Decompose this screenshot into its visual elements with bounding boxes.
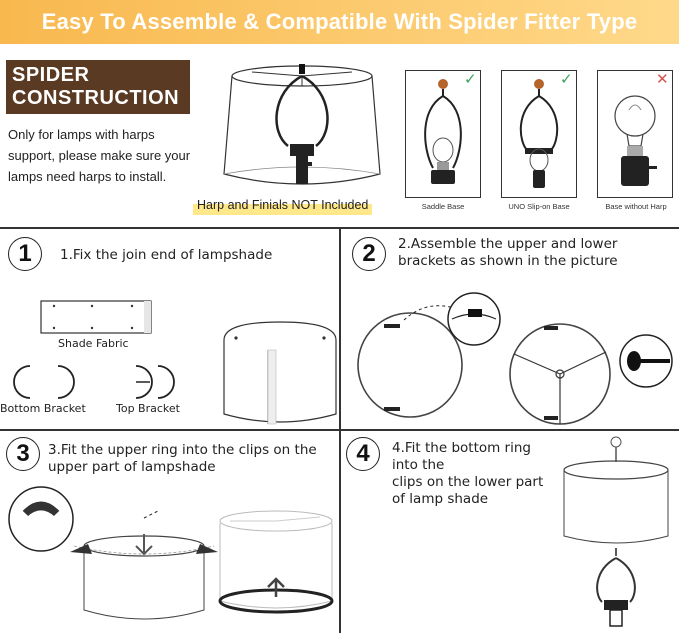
step-3-line: 3.Fit the upper ring into the clips on t… <box>48 442 317 458</box>
step-4-line: of lamp shade <box>392 491 489 507</box>
uno-check-icon: ✓ <box>560 70 573 88</box>
lamp-compat-note: Only for lamps with harps support, pleas… <box>8 124 230 187</box>
header-title: Easy To Assemble & Compatible With Spide… <box>41 9 638 34</box>
base-label-uno: UNO Slip-on Base <box>508 202 570 211</box>
top-bracket-label: Top Bracket <box>116 402 180 415</box>
step-2-spider-ring <box>509 323 611 425</box>
lamp-note-line: Only for lamps with harps <box>8 127 155 142</box>
step-2-fitter-zoom <box>619 334 673 388</box>
top-bracket-icon <box>135 365 175 399</box>
step-3-line: upper part of lampshade <box>48 459 216 475</box>
shade-fabric-label: Shade Fabric <box>58 337 129 350</box>
no-harp-cross-icon: ✕ <box>656 70 669 88</box>
step-3-text: 3.Fit the upper ring into the clips on t… <box>48 442 317 476</box>
step-1-number: 1 <box>8 237 42 271</box>
step-3-ring-shade-illustration <box>218 510 334 614</box>
bulb-base-icon <box>614 95 657 186</box>
step-1-line: 1.Fix the join end of lampshade <box>60 247 273 263</box>
step-2-line: brackets as shown in the picture <box>398 253 618 269</box>
lamp-note-line: support, please make sure your <box>8 148 191 163</box>
step-2-number: 2 <box>352 237 386 271</box>
saddle-base-icon <box>424 79 462 184</box>
header-banner <box>0 0 679 44</box>
divider-vertical <box>339 227 341 633</box>
step-1-shade-illustration <box>223 321 337 425</box>
step-3-clip-zoom <box>8 486 74 552</box>
uno-base-icon <box>519 79 559 188</box>
spider-shade-illustration <box>223 64 381 185</box>
step-4-line: into the <box>392 457 445 473</box>
step-4-line: clips on the lower part <box>392 474 544 490</box>
harp-not-included-note: Harp and Finials NOT Included <box>193 195 373 215</box>
saddle-check-icon: ✓ <box>464 70 477 88</box>
bottom-bracket-label: Bottom Bracket <box>0 402 86 415</box>
step-2-line: 2.Assemble the upper and lower <box>398 236 618 252</box>
step-2-text: 2.Assemble the upper and lower brackets … <box>398 236 618 270</box>
step-3-number: 3 <box>6 437 40 471</box>
step-4-line: 4.Fit the bottom ring <box>392 440 531 456</box>
step-4-number: 4 <box>346 437 380 471</box>
shade-fabric-illustration <box>40 300 152 334</box>
spider-badge-line2: CONSTRUCTION <box>12 87 180 109</box>
bottom-bracket-icon <box>13 365 75 399</box>
step-3-shade-illustration <box>70 509 218 620</box>
step-1-text: 1.Fix the join end of lampshade <box>60 247 272 264</box>
step-2-bracket-ring <box>357 305 463 418</box>
base-label-no-harp: Base without Harp <box>605 202 667 211</box>
spider-construction-badge: SPIDER CONSTRUCTION <box>6 60 190 114</box>
step-2-clip-zoom <box>447 292 501 346</box>
spider-badge-line1: SPIDER <box>12 64 90 86</box>
base-label-saddle: Saddle Base <box>421 202 465 211</box>
lamp-note-line: lamps need harps to install. <box>8 169 167 184</box>
step-4-text: 4.Fit the bottom ring into the clips on … <box>392 440 543 508</box>
step-4-lamp-illustration <box>563 436 669 627</box>
